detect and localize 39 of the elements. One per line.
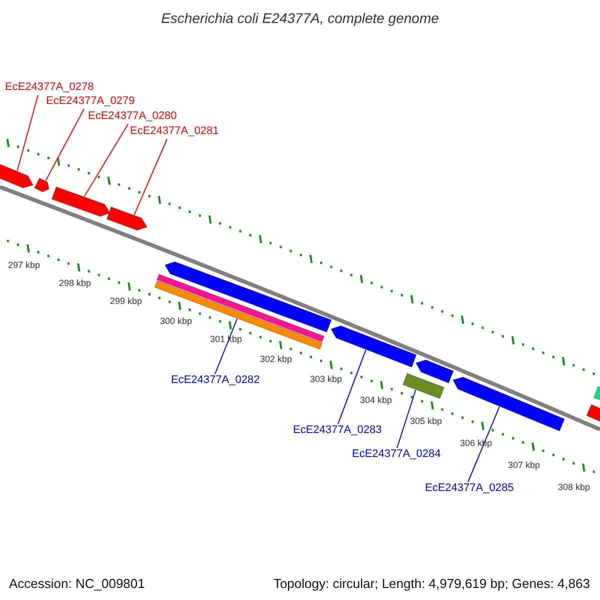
gene-feature: [452, 376, 566, 432]
gene-label: EcE24377A_0284: [352, 448, 441, 460]
gene-label: EcE24377A_0283: [293, 424, 382, 436]
gene-feature: [106, 206, 148, 231]
gene-feature: [34, 178, 50, 192]
gene-feature: [156, 274, 325, 342]
gene-label: EcE24377A_0279: [46, 95, 135, 107]
title: Escherichia coli E24377A, complete genome: [160, 10, 440, 26]
leader-line: [396, 390, 416, 448]
leader-line: [468, 406, 500, 482]
accession-text: Accession: NC_009801: [9, 576, 145, 591]
scale-label: 297 kbp: [8, 260, 40, 270]
scale-label: 298 kbp: [59, 278, 92, 288]
gene-label: EcE24377A_0281: [130, 125, 219, 137]
gene-label: EcE24377A_0278: [5, 81, 94, 93]
gene-feature: [402, 372, 445, 400]
gene-feature: [330, 325, 417, 368]
gene-feature: [0, 161, 34, 188]
scale-label: 308 kbp: [558, 482, 590, 492]
scale-label: 302 kbp: [260, 354, 292, 364]
leader-line: [84, 124, 128, 197]
leader-line: [338, 349, 366, 424]
gene-label: EcE24377A_0280: [88, 110, 177, 122]
scale-label: 300 kbp: [160, 316, 192, 326]
genome-info-text: Topology: circular; Length: 4,979,619 bp; Genes: 4,863: [273, 576, 590, 591]
gene-feature: [51, 186, 111, 217]
leader-line: [214, 318, 238, 374]
leader-line: [134, 138, 168, 216]
scale-label: 304 kbp: [360, 395, 392, 405]
leader-line: [16, 94, 38, 172]
scale-label: 303 kbp: [310, 374, 342, 384]
gene-label: EcE24377A_0285: [425, 482, 514, 494]
scale-label: 299 kbp: [110, 296, 142, 306]
gene-feature: [154, 280, 323, 350]
gene-feature: [415, 359, 454, 384]
leader-line: [45, 108, 84, 182]
gene-label: EcE24377A_0282: [171, 374, 260, 386]
scale-label: 305 kbp: [410, 416, 442, 426]
scale-label: 307 kbp: [508, 460, 540, 470]
